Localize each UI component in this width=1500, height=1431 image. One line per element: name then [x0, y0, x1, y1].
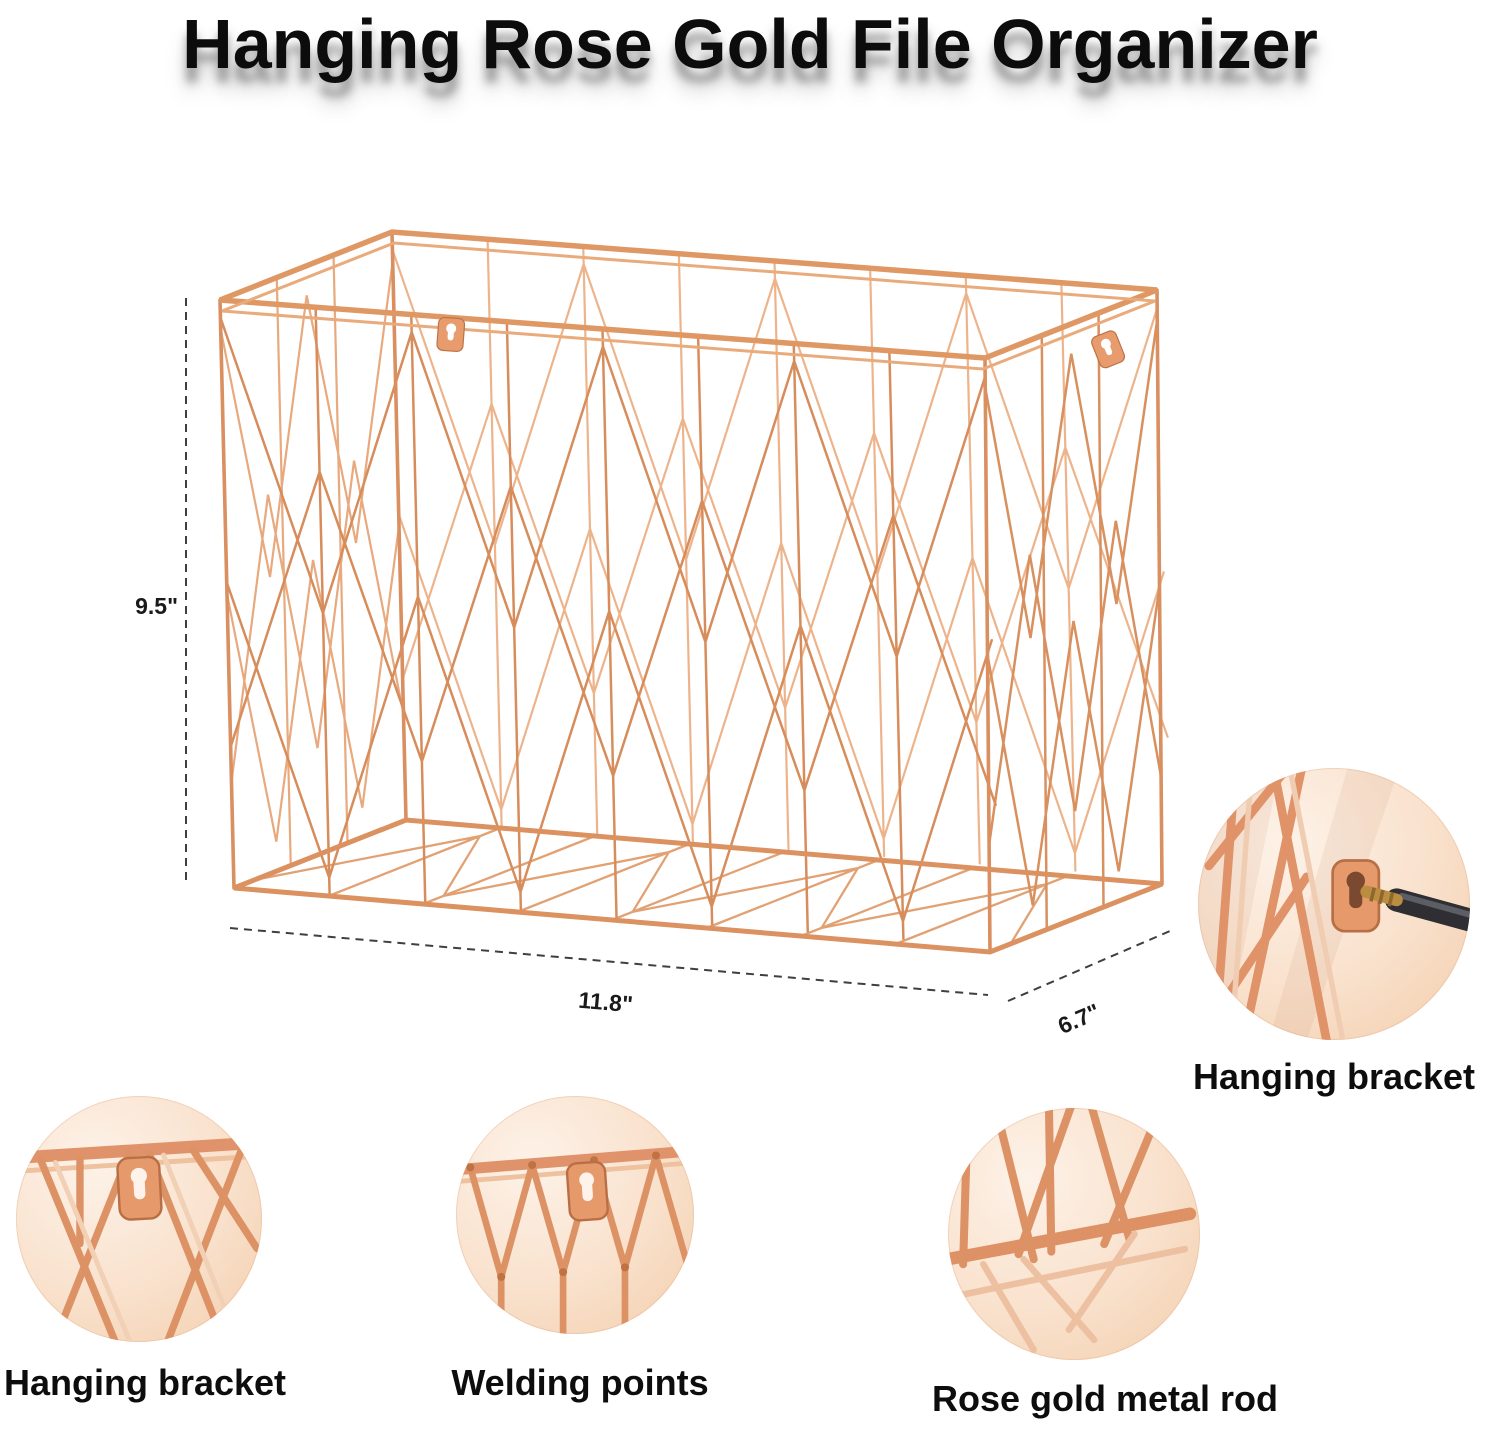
callout-metal-rod: [948, 1108, 1200, 1360]
hanging-bracket-front: [435, 316, 466, 353]
callout-label-hanging-bracket-corner: Hanging bracket: [3, 1362, 287, 1403]
callout-label-hanging-bracket-side: Hanging bracket: [1192, 1056, 1476, 1097]
callout-welding-points: [456, 1096, 694, 1334]
hanging-bracket-icon: [116, 1155, 163, 1221]
weld-point-dots: [466, 1151, 660, 1281]
width-dimension-label: 11.8": [577, 987, 633, 1018]
width-dimension-line: [229, 927, 989, 996]
callout-label-welding-points: Welding points: [451, 1362, 709, 1403]
bottom-rim: [233, 817, 1163, 955]
depth-dimension-line: [1007, 930, 1171, 1002]
page-title: Hanging Rose Gold File Organizer: [182, 5, 1318, 83]
hanging-bracket-corner-photo: [16, 1136, 262, 1342]
metal-rod-photo: [948, 1108, 1197, 1354]
screwdriver-icon: [1360, 885, 1470, 933]
callout-hanging-bracket-corner: [16, 1096, 262, 1342]
bottom-face-wires: [234, 820, 1162, 952]
interior-wires: [959, 1230, 1189, 1354]
height-dimension-label: 9.5": [135, 593, 178, 619]
right-face-wires: [985, 290, 1162, 952]
wire-basket: [220, 232, 1171, 952]
top-rim-outer: [218, 229, 1159, 361]
hanging-bracket-right: [1089, 328, 1127, 371]
depth-dimension-label: 6.7": [1054, 998, 1104, 1039]
dimension-lines: [185, 298, 1171, 1002]
callout-hanging-bracket-side: [1198, 768, 1470, 1040]
hanging-bracket-icon: [565, 1160, 609, 1222]
welding-points-photo: [456, 1145, 694, 1334]
bottom-rim: [948, 1207, 1197, 1266]
callout-label-metal-rod: Rose gold metal rod: [931, 1378, 1279, 1419]
hanging-bracket-side-photo: [1198, 768, 1470, 1040]
top-rim-inner: [221, 241, 1156, 371]
left-face-wires: [220, 232, 406, 888]
corner-posts: [218, 230, 1164, 954]
